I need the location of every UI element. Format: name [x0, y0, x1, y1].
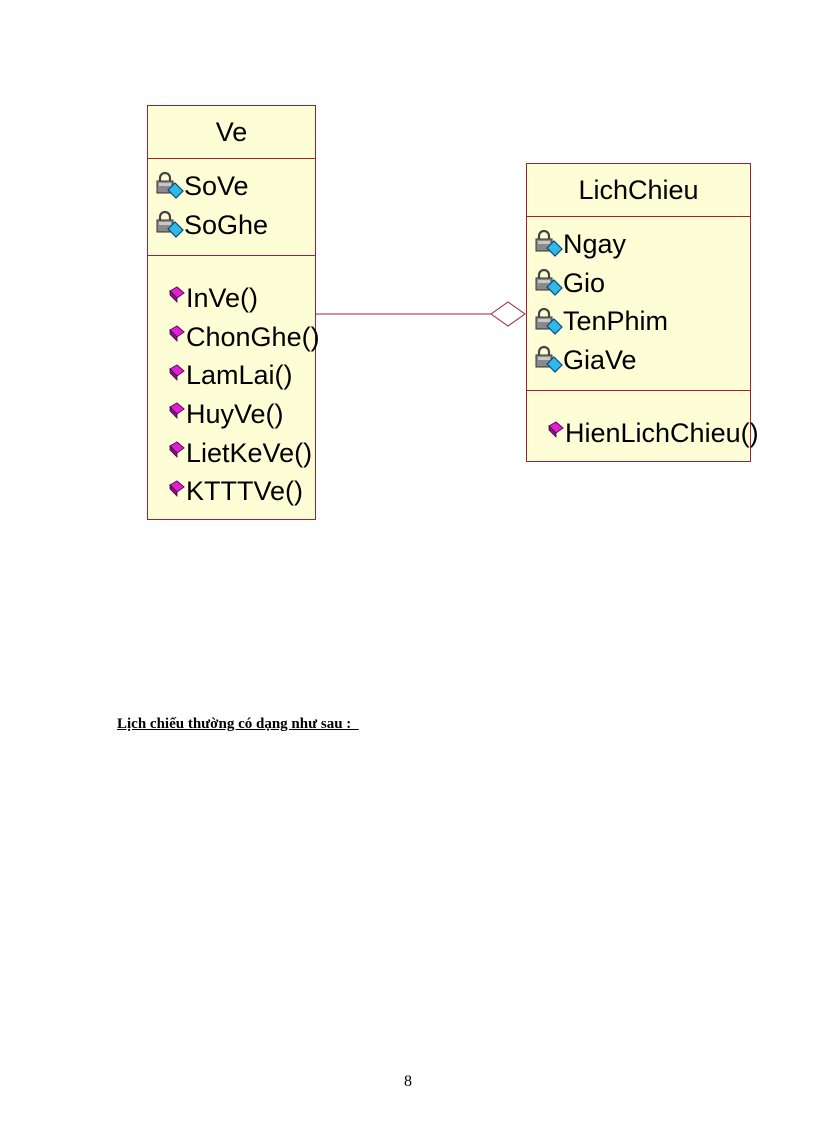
attribute-name: TenPhim — [563, 306, 669, 337]
attribute-row: GiaVe — [533, 341, 750, 380]
attribute-row: SoGhe — [154, 206, 315, 245]
operation-name: ChonGhe() — [186, 321, 320, 352]
attribute-row: Ngay — [533, 225, 750, 264]
operation-row: HienLichChieu() — [547, 414, 759, 453]
aggregation-diamond-icon — [490, 301, 526, 327]
operation-name: HuyVe() — [186, 398, 284, 429]
operation-name: LietKeVe() — [186, 437, 313, 468]
operation-name: LamLai() — [186, 360, 293, 391]
operation-name: HienLichChieu() — [565, 417, 759, 448]
class-name-lichchieu: LichChieu — [527, 164, 750, 217]
operation-compartment: InVe() ChonGhe() LamLai() HuyVe() LietKe… — [148, 256, 320, 511]
operation-row: HuyVe() — [168, 395, 315, 434]
operation-row: LamLai() — [168, 356, 315, 395]
operation-compartment: HienLichChieu() — [527, 391, 759, 453]
operation-row: ChonGhe() — [168, 318, 320, 357]
operation-row: LietKeVe() — [168, 434, 315, 473]
attribute-compartment: Ngay Gio TenPhim GiaVe — [527, 217, 750, 391]
uml-class-ve: Ve SoVe SoGhe InVe() ChonGhe() LamLai() … — [147, 105, 320, 520]
attribute-row: TenPhim — [533, 302, 750, 341]
operation-name: InVe() — [186, 282, 259, 313]
caption-text: Lịch chiếu thường có dạng như sau : — [117, 716, 359, 732]
attribute-row: SoVe — [154, 167, 315, 206]
attribute-row: Gio — [533, 264, 750, 303]
operation-row: InVe() — [168, 279, 315, 318]
attribute-name: SoGhe — [184, 209, 269, 240]
attribute-name: GiaVe — [563, 344, 637, 375]
operation-row: KTTTVe() — [168, 472, 315, 511]
class-name-ve: Ve — [148, 106, 315, 159]
operation-name: KTTTVe() — [186, 476, 304, 507]
attribute-name: Ngay — [563, 228, 627, 259]
uml-class-lichchieu: LichChieu Ngay Gio TenPhim GiaVe HienLic… — [526, 163, 759, 462]
attribute-name: SoVe — [184, 170, 249, 201]
page-number: 8 — [404, 1073, 412, 1090]
attribute-name: Gio — [563, 267, 606, 298]
attribute-compartment: SoVe SoGhe — [148, 159, 315, 256]
